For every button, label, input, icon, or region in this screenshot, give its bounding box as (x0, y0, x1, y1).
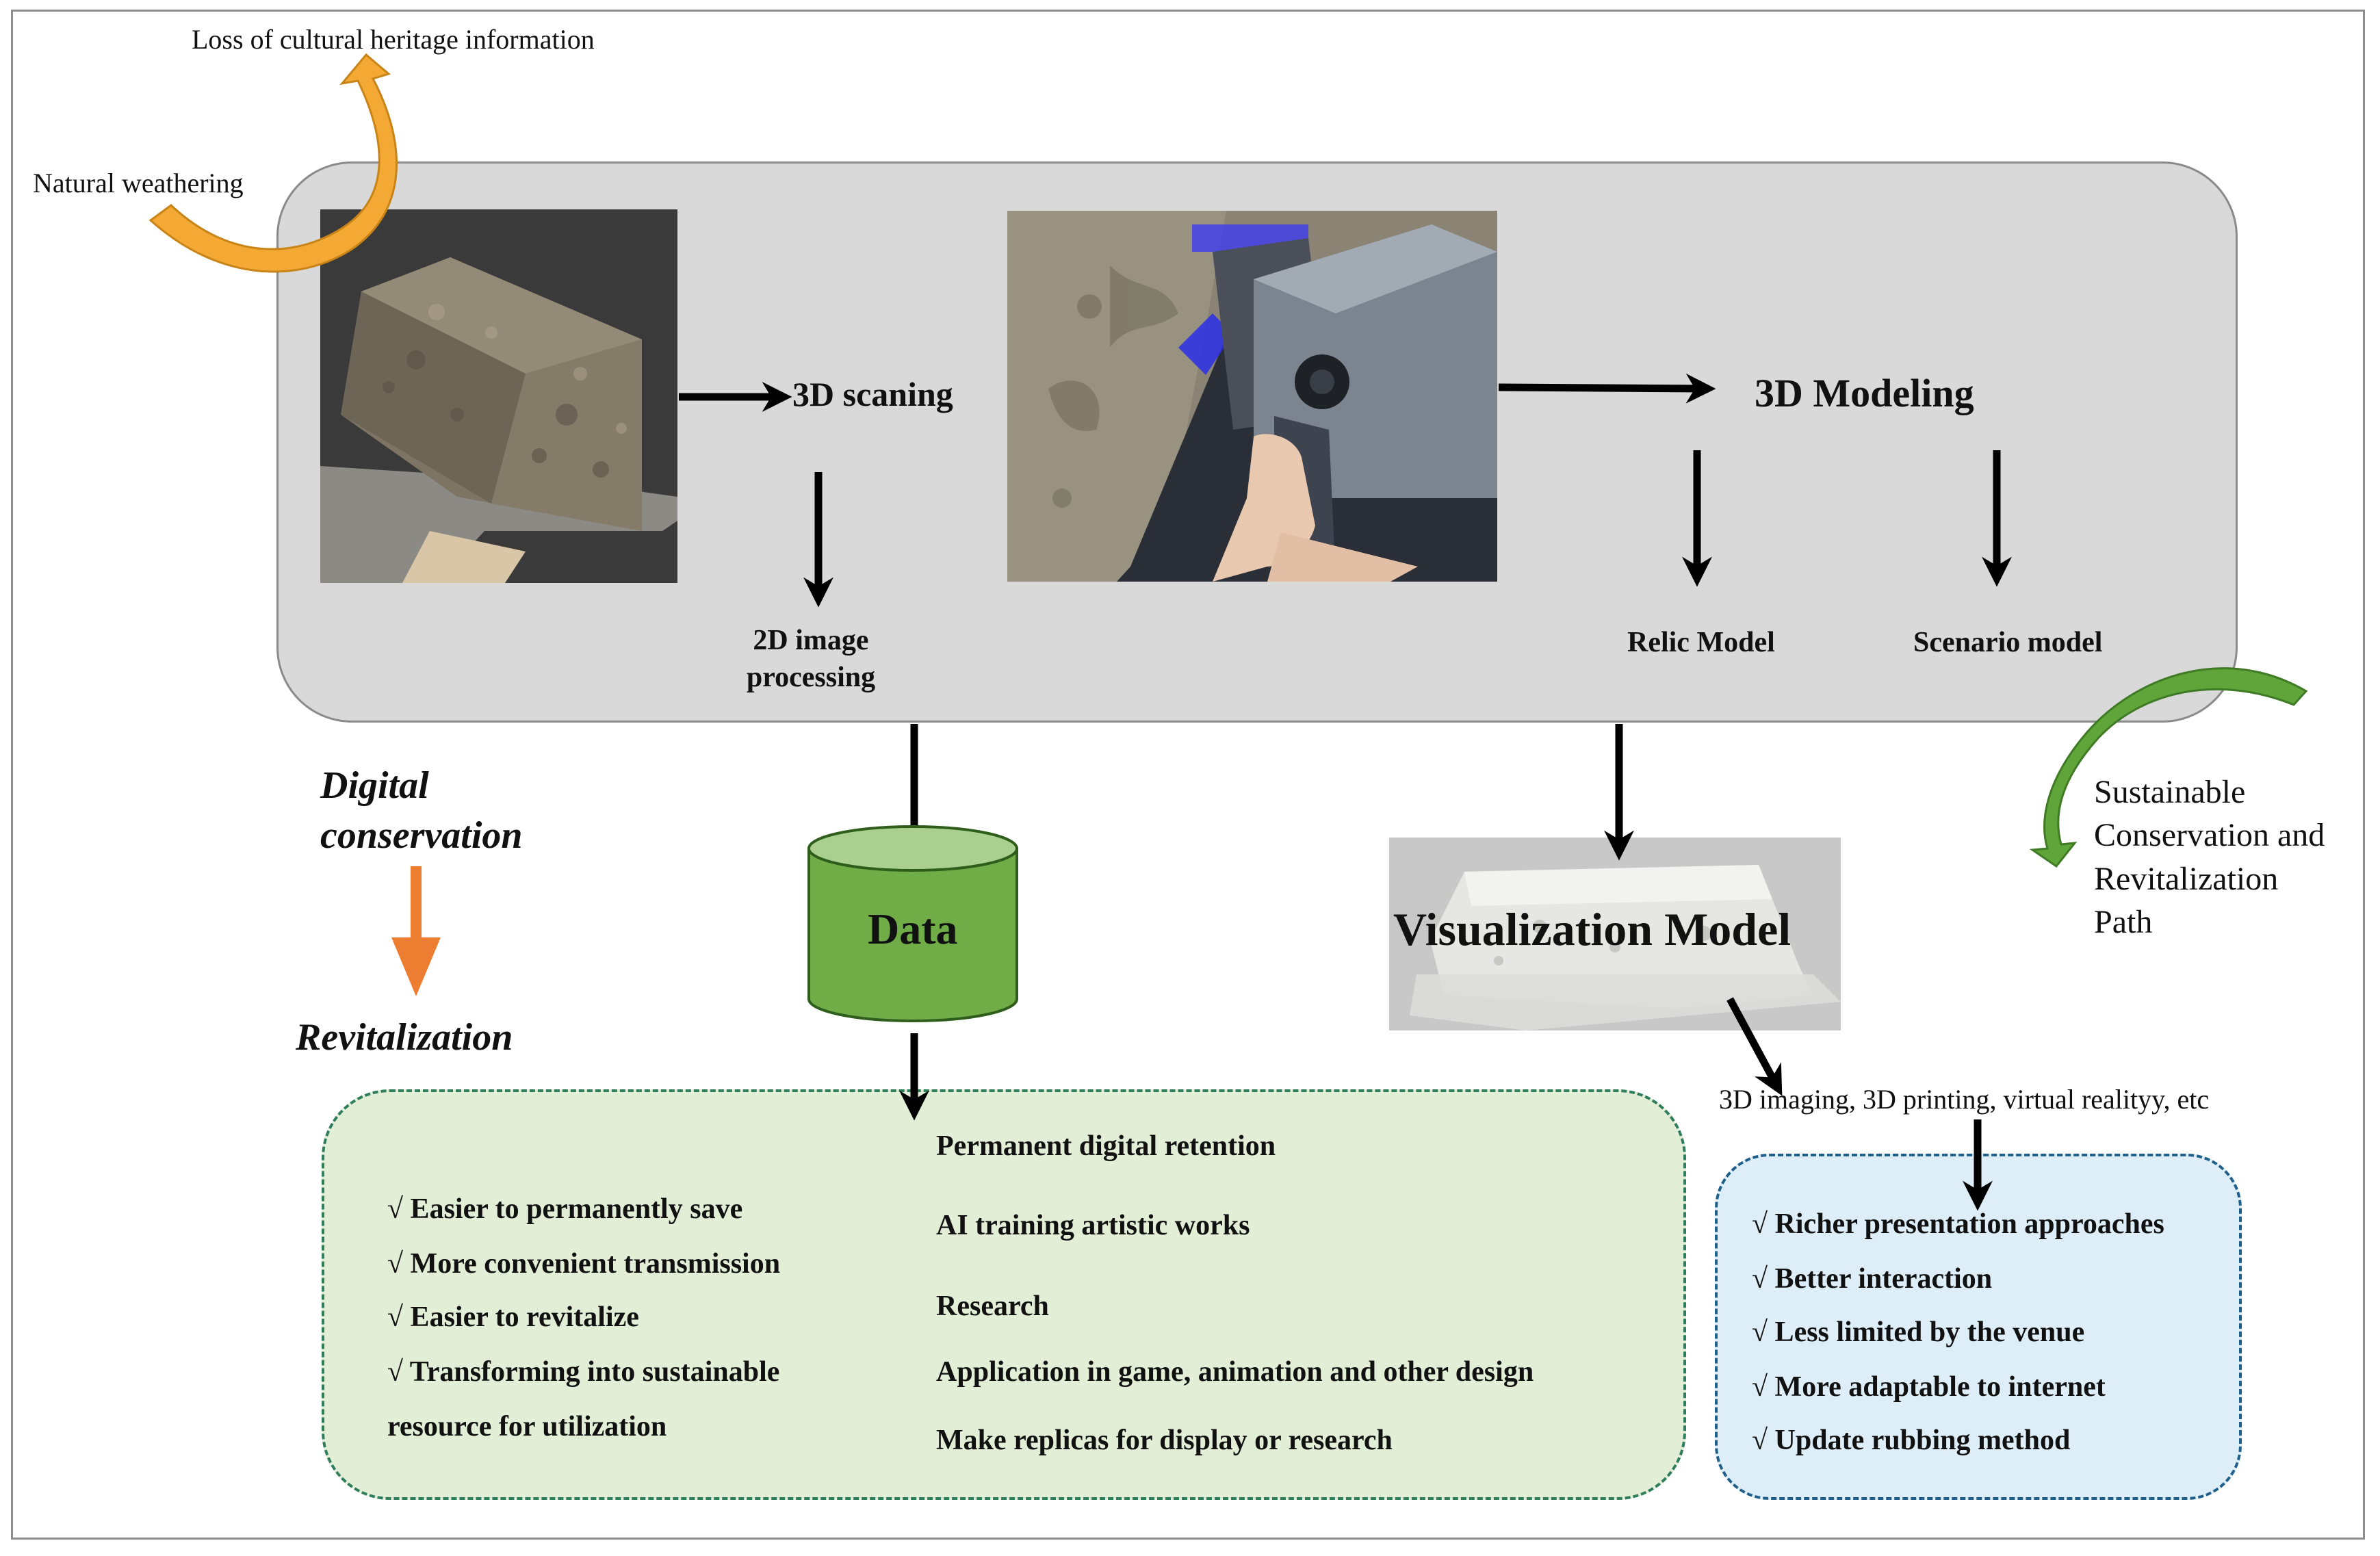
visual-benefit-item: √ Better interaction (1752, 1263, 1993, 1295)
benefit-item: √ Easier to permanently save (387, 1193, 743, 1225)
visualization-model-image (1389, 838, 1841, 1030)
2d-image-processing-label: 2D image processing (746, 625, 876, 693)
arrow-to-3d-modeling (1498, 373, 1716, 404)
visual-benefit-item: √ Update rubbing method (1752, 1425, 2071, 1456)
benefit-item: √ Easier to revitalize (387, 1301, 639, 1333)
loss-of-heritage-label: Loss of cultural heritage information (192, 24, 595, 55)
data-cylinder (807, 825, 1018, 1022)
benefit-item: resource for utilization (387, 1411, 667, 1442)
digital-conservation-label: Digital conservation (320, 764, 523, 857)
outer-frame (11, 10, 2365, 1540)
3d-modeling-label: 3D Modeling (1755, 371, 1974, 415)
relic-model-label: Relic Model (1627, 627, 1775, 658)
application-item: Permanent digital retention (936, 1130, 1276, 1162)
scenario-model-label: Scenario model (1913, 627, 2103, 658)
arrow-visualization-to-imaging (1726, 997, 1783, 1096)
application-item: Make replicas for display or research (936, 1425, 1393, 1456)
natural-weathering-label: Natural weathering (33, 168, 244, 198)
scanner-photo (1007, 211, 1497, 582)
application-item: AI training artistic works (936, 1210, 1250, 1241)
conservation-to-revitalization-arrow (391, 866, 441, 996)
visual-benefit-item: √ Less limited by the venue (1752, 1317, 2085, 1348)
stone-relic-photo (320, 209, 677, 583)
3d-scanning-label: 3D scaning (792, 375, 953, 413)
application-item: Application in game, animation and other… (936, 1356, 1534, 1388)
sustainable-path-label: Sustainable Conservation and Revitalizat… (2094, 774, 2325, 941)
data-label: Data (868, 905, 958, 953)
benefit-item: √ More convenient transmission (387, 1248, 781, 1280)
data-benefits-box (322, 1089, 1686, 1500)
revitalization-label: Revitalization (296, 1016, 513, 1059)
visualization-model-label: Visualization Model (1393, 903, 1792, 955)
application-item: Research (936, 1291, 1049, 1322)
visual-benefit-item: √ Richer presentation approaches (1752, 1208, 2164, 1240)
imaging-printing-vr-label: 3D imaging, 3D printing, virtual reality… (1719, 1084, 2210, 1115)
weathering-curved-arrow (148, 53, 398, 273)
sustainable-path-curved-arrow (2029, 667, 2308, 868)
visual-benefit-item: √ More adaptable to internet (1752, 1371, 2106, 1403)
benefit-item: √ Transforming into sustainable (387, 1356, 780, 1388)
